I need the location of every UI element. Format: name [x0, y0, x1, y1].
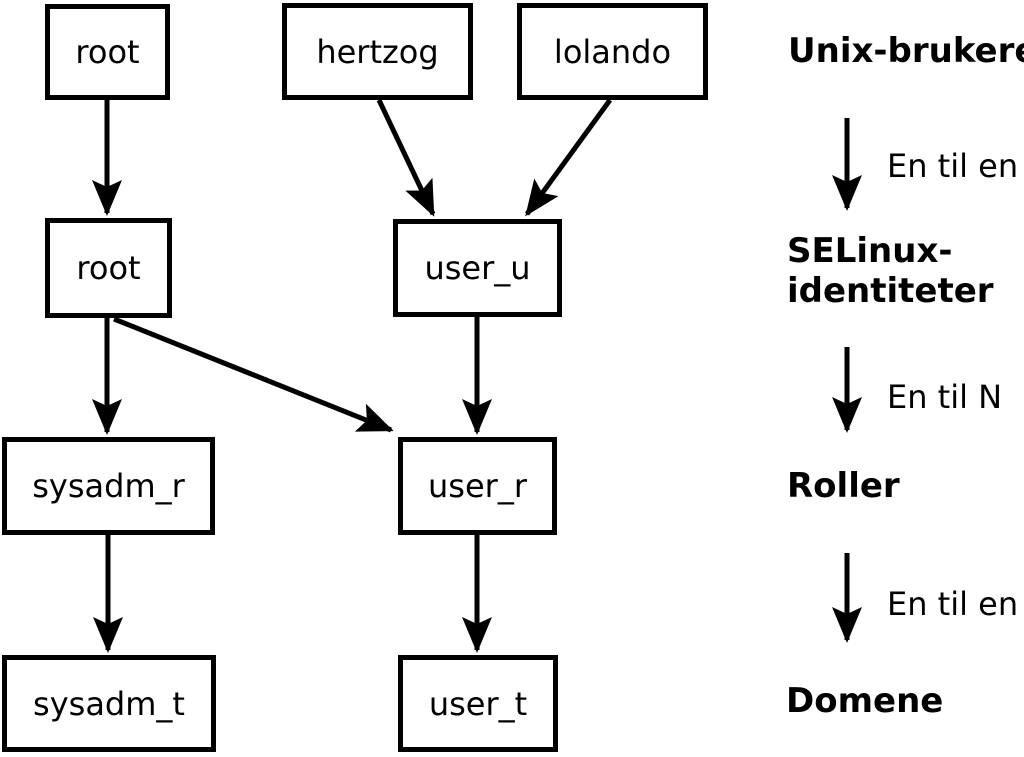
- node-domain-sysadm-t: sysadm_t: [2, 655, 216, 752]
- legend-unix-users-label: Unix-brukere: [788, 31, 1024, 71]
- node-role-user-r: user_r: [398, 437, 557, 535]
- edge-hertzog-to-user-u-icon: [376, 98, 436, 217]
- node-unix-lolando: lolando: [517, 3, 708, 100]
- node-unix-root: root: [45, 4, 170, 100]
- legend-selinux-identities-label: SELinux- identiteter: [787, 231, 994, 311]
- legend-domains-label: Domene: [786, 681, 944, 721]
- node-domain-user-t: user_t: [398, 655, 558, 752]
- node-selinux-user-u: user_u: [393, 219, 562, 317]
- edge-root-to-user-r-icon: [113, 316, 394, 433]
- node-role-sysadm-r: sysadm_r: [2, 437, 215, 535]
- legend-selinux-line2: identiteter: [787, 271, 994, 311]
- edge-lolando-to-user-u-icon: [524, 98, 613, 217]
- legend-one-to-one-label-2: En til en: [887, 585, 1019, 623]
- legend-one-to-n-label: En til N: [887, 378, 1003, 416]
- node-selinux-root: root: [45, 218, 172, 318]
- legend-selinux-line1: SELinux-: [787, 231, 953, 271]
- legend-one-to-one-label-1: En til en: [887, 147, 1019, 185]
- legend-roles-label: Roller: [787, 466, 900, 506]
- node-unix-hertzog: hertzog: [282, 3, 473, 100]
